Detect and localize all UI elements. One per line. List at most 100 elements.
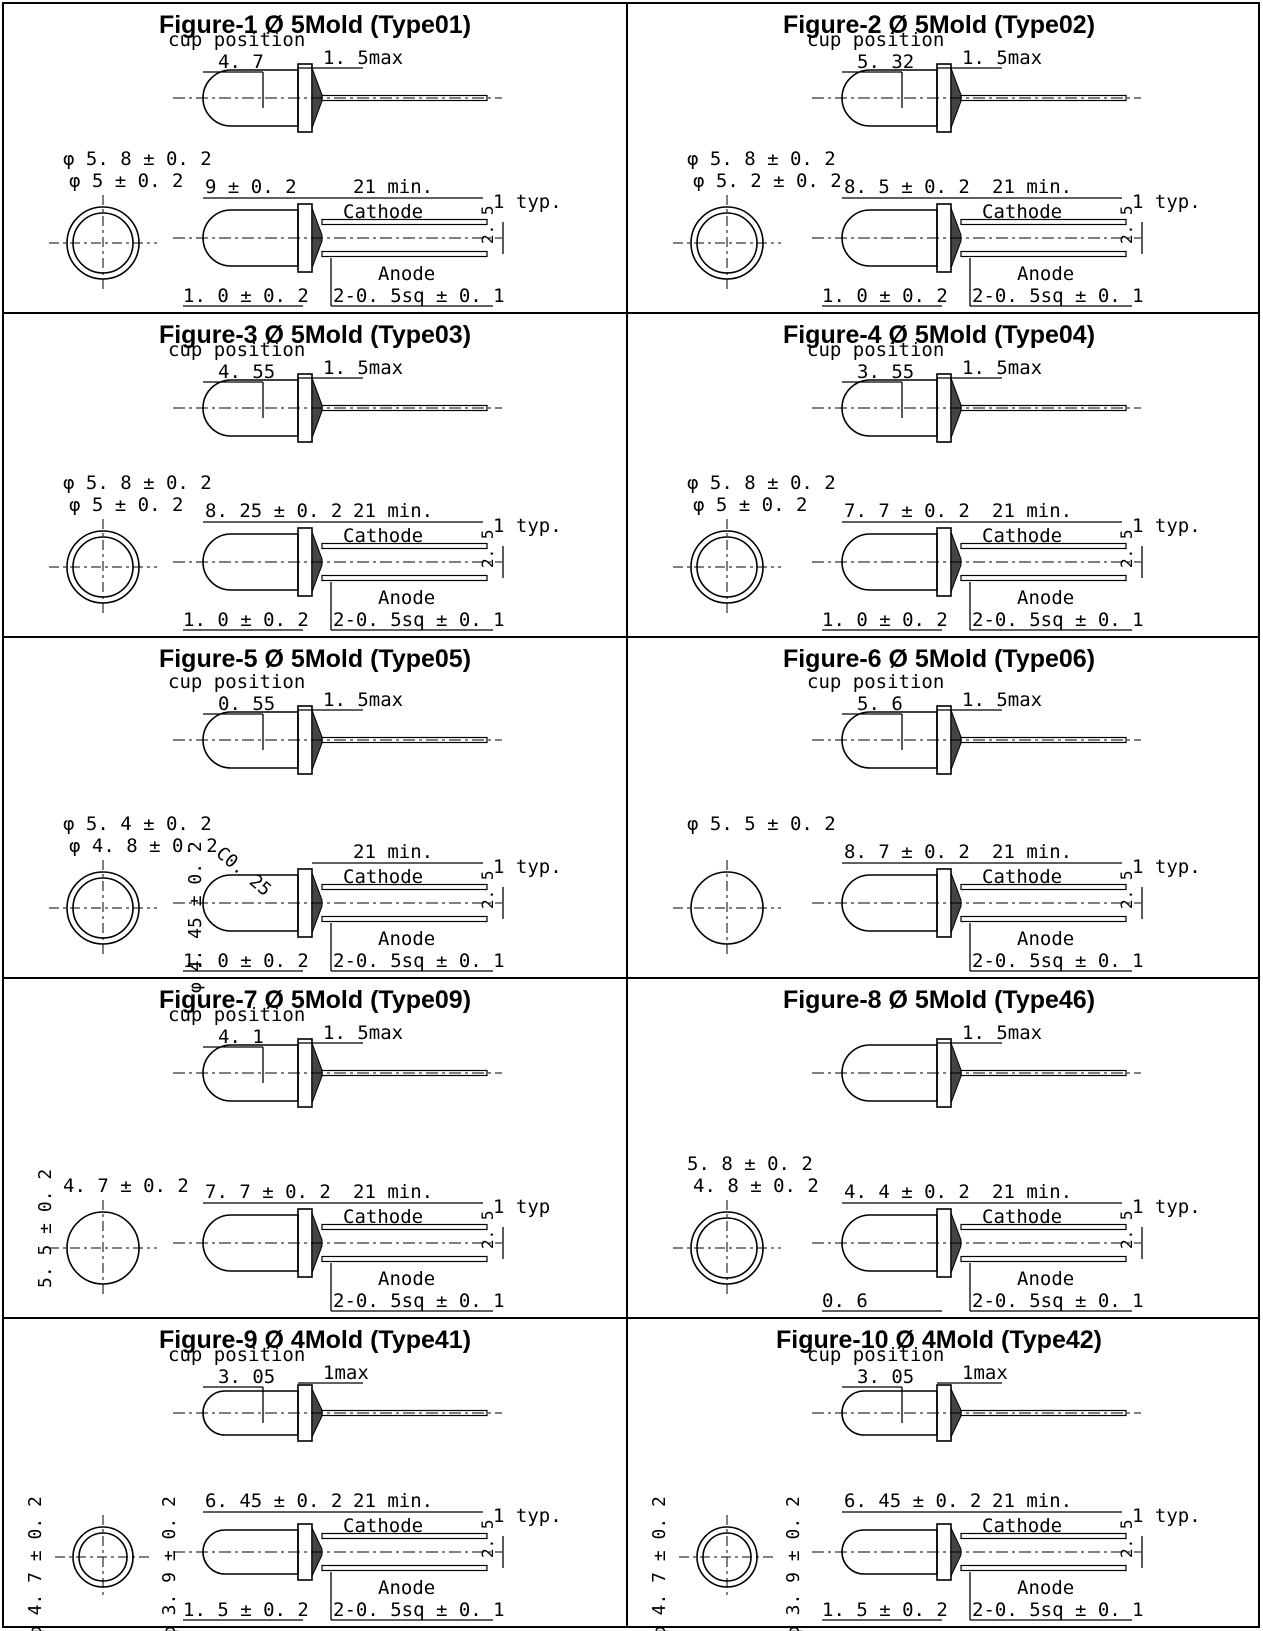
figure-cell-10: Figure-10 Ø 4Mold (Type42)cup position3.… [649, 1326, 1201, 1631]
lead-section: 2-0. 5sq ± 0. 1 [333, 285, 505, 307]
height-dimension: 5. 5 ± 0. 2 [35, 1169, 56, 1288]
lead-length: 21 min. [353, 176, 433, 198]
flange-dimension: 1. 0 ± 0. 2 [822, 609, 948, 631]
side-view-top [173, 63, 502, 133]
inner-diameter: φ 5 ± 0. 2 [69, 494, 183, 516]
anode-lead [960, 915, 1127, 923]
lead-pitch: 2. 5 [1117, 529, 1136, 568]
lead-section: 2-0. 5sq ± 0. 1 [972, 1599, 1144, 1621]
figure-cell-5: Figure-5 Ø 5Mold (Type05)cup position0. … [49, 645, 562, 993]
body-length: 7. 7 ± 0. 2 [844, 500, 970, 522]
cup-dimension: 4. 55 [218, 361, 275, 383]
anode-lead [321, 1255, 488, 1263]
side-view-top [812, 1038, 1141, 1108]
lead-pitch: 2. 5 [1117, 205, 1136, 244]
outer-diameter: φ 5. 4 ± 0. 2 [63, 813, 212, 835]
body-length: 9 ± 0. 2 [205, 176, 297, 198]
lens-body [841, 533, 938, 591]
cup-position-label: cup position [807, 29, 944, 51]
body-length: 8. 7 ± 0. 2 [844, 841, 970, 863]
front-view [49, 519, 157, 615]
body-length: 8. 5 ± 0. 2 [844, 176, 970, 198]
body-length: 6. 45 ± 0. 2 [844, 1490, 981, 1512]
flange-dimension: 1. 5 ± 0. 2 [822, 1599, 948, 1621]
cup-position-label: cup position [807, 1344, 944, 1366]
lead-length: 21 min. [992, 1490, 1072, 1512]
cathode-lead [960, 883, 1127, 891]
lead-section: 2-0. 5sq ± 0. 1 [333, 1599, 505, 1621]
lens-body [202, 69, 299, 127]
figure-cell-6: Figure-6 Ø 5Mold (Type06)cup position5. … [673, 645, 1201, 972]
flange-dimension: 1. 0 ± 0. 2 [183, 950, 309, 972]
cathode-label: Cathode [982, 1206, 1062, 1228]
lead-pitch: 2. 5 [478, 1519, 497, 1558]
side-view-bottom [173, 1208, 502, 1278]
lead-length: 21 min. [353, 500, 433, 522]
flange-dimension: 0. 6 [822, 1290, 868, 1312]
anode-lead [321, 250, 488, 258]
anode-label: Anode [378, 1577, 435, 1599]
lens-body [202, 874, 299, 932]
figure-title: Figure-1 Ø 5Mold (Type01) [159, 11, 471, 39]
flange-dimension: 1. 0 ± 0. 2 [183, 285, 309, 307]
lead-length: 21 min. [353, 841, 433, 863]
side-view-top [173, 705, 502, 775]
cathode-label: Cathode [982, 201, 1062, 223]
side-view-bottom [812, 868, 1141, 938]
anode-lead [960, 1564, 1127, 1572]
figure-title: Figure-10 Ø 4Mold (Type42) [776, 1326, 1102, 1354]
lens-body [841, 1214, 938, 1272]
max-dimension: 1max [323, 1362, 369, 1384]
diameter-b: φ 3. 9 ± 0. 2 [159, 1496, 180, 1631]
inner-diameter: φ 4. 8 ± 0. 2 [69, 835, 218, 857]
lead-section: 2-0. 5sq ± 0. 1 [333, 950, 505, 972]
diameter-b: φ 3. 9 ± 0. 2 [783, 1496, 804, 1631]
cup-position-label: cup position [168, 671, 305, 693]
anode-label: Anode [1017, 587, 1074, 609]
figure-cell-2: Figure-2 Ø 5Mold (Type02)cup position5. … [673, 11, 1201, 307]
lens-body [841, 1390, 938, 1436]
lens-body [202, 379, 299, 437]
outer-diameter: φ 5. 8 ± 0. 2 [687, 148, 836, 170]
typ-dimension: 1 typ. [1132, 191, 1201, 213]
cathode-label: Cathode [982, 1515, 1062, 1537]
lens-body [202, 1390, 299, 1436]
lens-body [202, 1044, 299, 1102]
diameter-a: φ 4. 7 ± 0. 2 [649, 1496, 670, 1631]
lead-section: 2-0. 5sq ± 0. 1 [972, 285, 1144, 307]
cup-position-label: cup position [168, 1004, 305, 1026]
side-view-bottom [173, 868, 502, 938]
side-view-bottom [173, 203, 502, 273]
cathode-lead [960, 1223, 1127, 1231]
lead-section: 2-0. 5sq ± 0. 1 [972, 1290, 1144, 1312]
figure-title: Figure-7 Ø 5Mold (Type09) [159, 986, 471, 1014]
figure-title: Figure-3 Ø 5Mold (Type03) [159, 321, 471, 349]
flange-dimension: 1. 5 ± 0. 2 [183, 1599, 309, 1621]
figure-title: Figure-9 Ø 4Mold (Type41) [159, 1326, 471, 1354]
lead-length: 21 min. [353, 1490, 433, 1512]
typ-dimension: 1 typ. [493, 856, 562, 878]
anode-label: Anode [378, 587, 435, 609]
side-view-top [812, 1384, 1141, 1442]
cathode-lead [321, 1223, 488, 1231]
front-view [49, 860, 157, 956]
side-view-top [173, 1038, 502, 1108]
outer-diameter: 5. 8 ± 0. 2 [687, 1153, 813, 1175]
front-view [673, 860, 781, 956]
lens-body [202, 711, 299, 769]
figure-cell-3: Figure-3 Ø 5Mold (Type03)cup position4. … [49, 321, 562, 631]
anode-label: Anode [1017, 928, 1074, 950]
outer-diameter: φ 5. 8 ± 0. 2 [687, 472, 836, 494]
lead-section: 2-0. 5sq ± 0. 1 [333, 1290, 505, 1312]
lead-length: 21 min. [353, 1181, 433, 1203]
side-view-bottom [812, 1208, 1141, 1278]
anode-label: Anode [1017, 1577, 1074, 1599]
chamfer-label: C0. 25 [212, 843, 275, 901]
anode-lead [960, 250, 1127, 258]
cup-dimension: 3. 05 [857, 1366, 914, 1388]
front-view [673, 519, 781, 615]
figure-cell-9: Figure-9 Ø 4Mold (Type41)cup position3. … [25, 1326, 562, 1631]
inner-diameter: φ 5. 2 ± 0. 2 [693, 170, 842, 192]
cathode-lead [321, 1532, 488, 1540]
